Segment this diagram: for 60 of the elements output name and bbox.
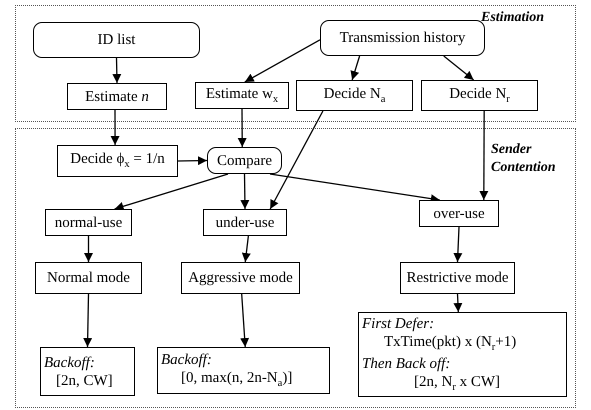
- process-box: [181, 262, 300, 294]
- rounded-box: [33, 22, 200, 58]
- rounded-box: [320, 20, 485, 56]
- process-box: [195, 82, 289, 109]
- node-text: Transmission history: [340, 29, 466, 47]
- result-box: [40, 347, 135, 396]
- arrow: [240, 174, 250, 209]
- node-text: TxTime(pkt) x (N$_{r}$+1): [383, 332, 516, 354]
- arrow: [238, 109, 247, 147]
- process-box: [421, 80, 538, 111]
- process-box: [296, 80, 413, 111]
- arrow: [443, 56, 474, 80]
- arrow: [84, 236, 93, 262]
- arrow: [240, 294, 250, 348]
- arrow: [83, 294, 92, 348]
- process-box: [67, 83, 167, 110]
- node-text: Decide N$_{a}$: [324, 84, 386, 106]
- rounded-box: [207, 147, 282, 174]
- arrow: [112, 58, 122, 84]
- process-box: [400, 262, 515, 294]
- arrow: [350, 56, 360, 80]
- node-text: [2n, CW]: [55, 372, 113, 390]
- arrow: [270, 110, 324, 210]
- node-text: First Defer:: [362, 314, 434, 333]
- result-box: [157, 347, 330, 394]
- node-text: ID list: [98, 31, 136, 49]
- process-box: [57, 145, 178, 177]
- arrow: [242, 236, 251, 262]
- section-heading: Estimation: [481, 9, 546, 26]
- arrow: [244, 39, 320, 83]
- node-text: Normal mode: [47, 269, 130, 287]
- node-text: Then Back off:: [362, 354, 450, 372]
- process-box: [35, 262, 142, 294]
- arrow: [479, 111, 488, 200]
- node-text: over-use: [433, 204, 485, 222]
- section-region: [15, 128, 576, 408]
- node-text: Backoff:: [44, 354, 95, 372]
- node-text: Estimate n: [85, 88, 149, 106]
- node-text: [0, max(n, 2n-N$_{a}$)]: [180, 368, 292, 390]
- node-text: [2n, N$_{r}$ x CW]: [413, 372, 500, 394]
- result-box: [358, 312, 567, 397]
- node-text: Estimate w$_{x}$: [206, 84, 278, 106]
- arrow: [453, 294, 462, 312]
- node-text: Aggressive mode: [188, 269, 293, 287]
- section-region: [15, 5, 576, 122]
- node-text: Decide ϕ$_{x}$ = 1/n: [70, 150, 165, 172]
- process-box: [45, 209, 132, 236]
- process-box: [203, 209, 287, 236]
- node-text: Decide N$_{r}$: [449, 84, 510, 106]
- arrow: [178, 156, 208, 166]
- arrow: [453, 226, 462, 262]
- node-text: normal-use: [54, 214, 122, 232]
- process-box: [419, 200, 499, 227]
- node-text: under-use: [216, 214, 274, 232]
- section-heading: Sender Contention: [491, 141, 557, 176]
- node-text: Compare: [217, 152, 272, 170]
- node-text: Backoff:: [161, 350, 212, 369]
- arrow: [110, 110, 120, 145]
- arrow: [114, 173, 228, 211]
- node-text: Restrictive mode: [406, 269, 509, 287]
